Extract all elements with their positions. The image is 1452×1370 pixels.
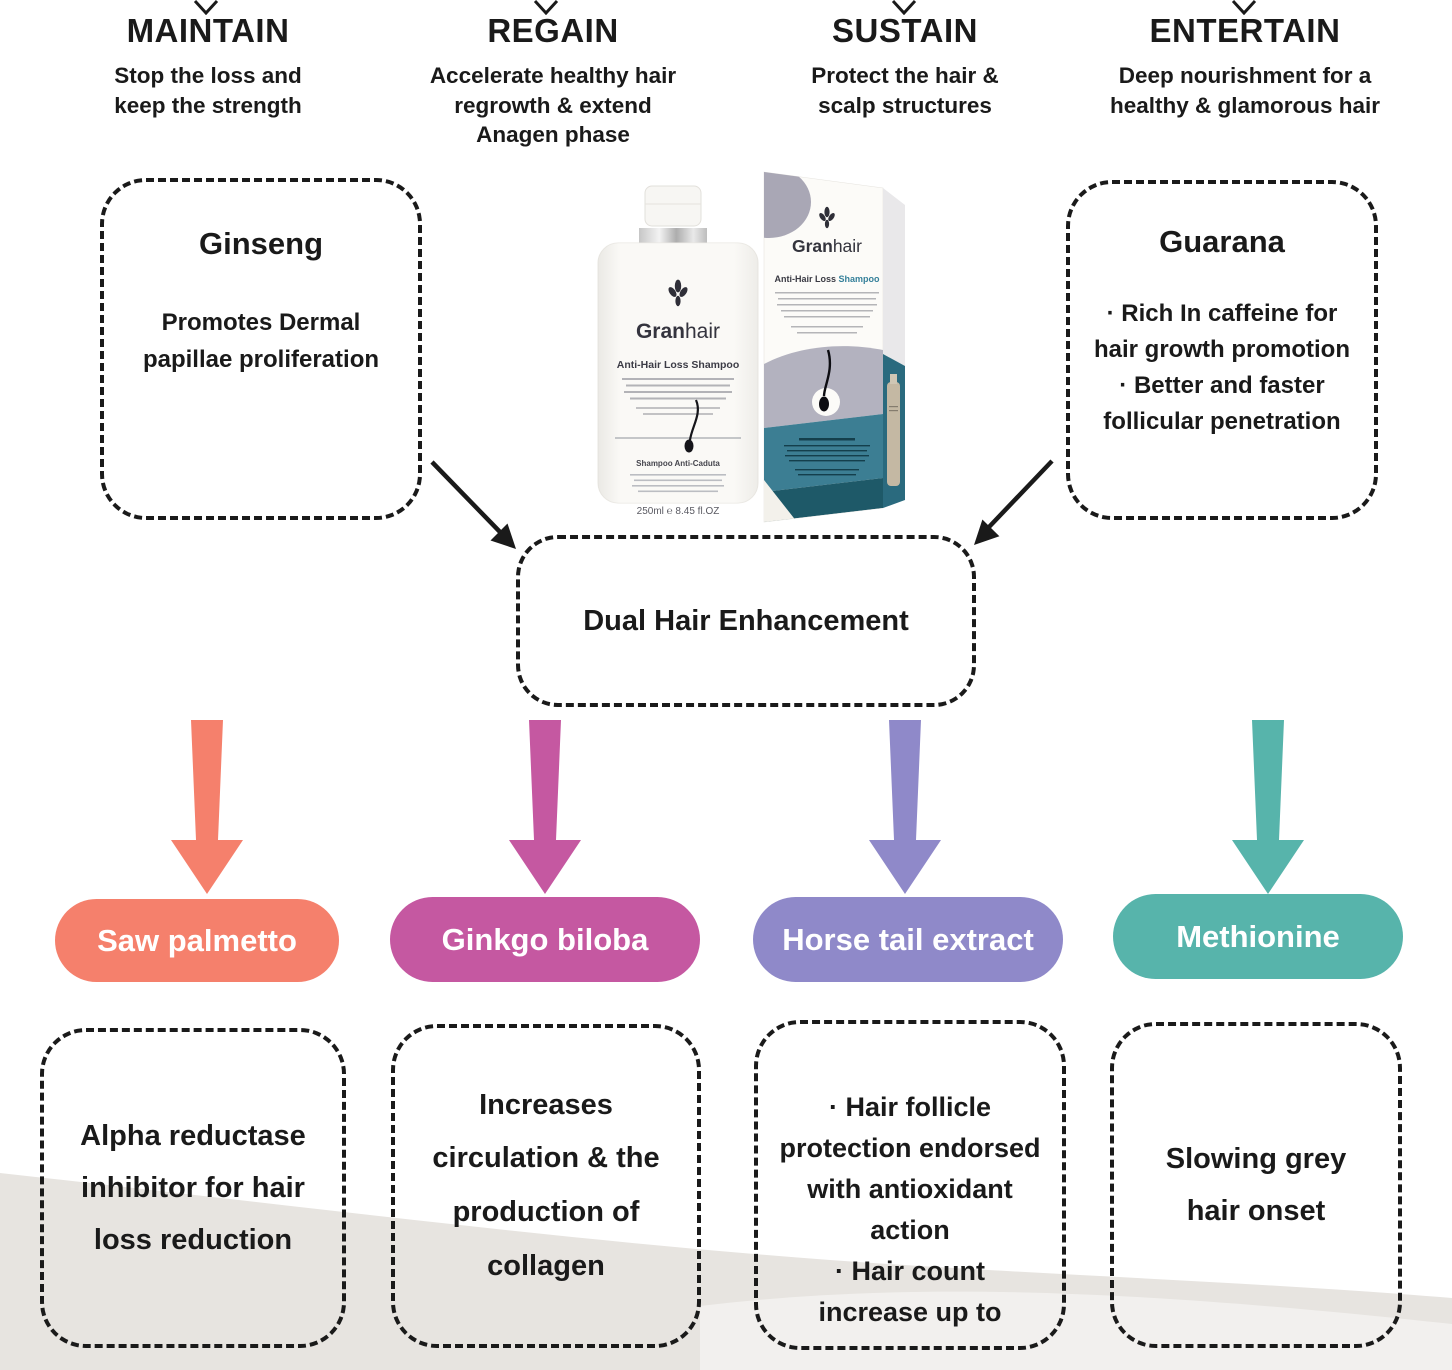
chrome-band <box>639 228 707 243</box>
plant-icon <box>819 206 835 229</box>
saw-palmetto-description-box: Alpha reductase inhibitor for hair loss … <box>40 1028 346 1348</box>
column-header-maintain: MAINTAIN Stop the loss and keep the stre… <box>28 12 388 120</box>
guarana-description: · Rich In caffeine for hair growth promo… <box>1094 300 1350 435</box>
hair-follicle-illustration <box>688 399 699 441</box>
guarana-title: Guarana <box>1159 224 1285 259</box>
follicle-bulb <box>819 396 829 412</box>
ginseng-title: Ginseng <box>198 226 323 261</box>
column-header-sustain: SUSTAIN Protect the hair & scalp structu… <box>738 12 1072 120</box>
column-subtitle: Deep nourishment for a healthy & glamoro… <box>1109 63 1381 118</box>
box-white-sliver <box>764 480 797 522</box>
brand-logo-box: Granhair <box>792 236 862 256</box>
horse-tail-description-box: · Hair follicle protection endorsed with… <box>754 1020 1066 1350</box>
column-title: ENTERTAIN <box>1149 12 1341 49</box>
box-dark-teal-band <box>764 478 883 522</box>
methionine-description-box: Slowing grey hair onset <box>1110 1022 1402 1348</box>
arrow-tip-icon <box>891 0 917 15</box>
arrowhead-icon <box>490 523 516 549</box>
plant-icon <box>668 279 688 307</box>
dual-hair-enhancement-box: Dual Hair Enhancement <box>516 535 976 707</box>
bottle-cap <box>644 185 702 227</box>
box-gray-band <box>764 346 883 428</box>
pill-label: Horse tail extract <box>782 921 1034 957</box>
connector-arrow-right <box>974 459 1054 545</box>
down-arrow-icon <box>869 720 941 894</box>
ingredient-pill-horse-tail-extract: Horse tail extract <box>753 897 1063 982</box>
box-side-panel <box>883 188 905 366</box>
bottle-subtitle: Shampoo Anti-Caduta <box>636 459 720 468</box>
box-teal-band <box>764 414 883 492</box>
product-box: Granhair Anti-Hair Loss Shampoo <box>763 171 905 523</box>
hair-follicle-illustration <box>822 349 832 397</box>
ginseng-box: Ginseng Promotes Dermal papillae prolife… <box>100 178 422 520</box>
arrow-tip-icon <box>193 0 219 15</box>
shampoo-bottle: Granhair Anti-Hair Loss Shampoo Shampoo … <box>597 185 759 517</box>
pill-label: Ginkgo biloba <box>441 921 649 957</box>
guarana-box: Guarana · Rich In caffeine for hair grow… <box>1066 180 1378 520</box>
ingredient-description: Increases circulation & the production o… <box>432 1088 660 1282</box>
box-lavender-blob <box>764 172 811 238</box>
ingredient-description: Alpha reductase inhibitor for hair loss … <box>80 1119 306 1257</box>
column-title: MAINTAIN <box>126 12 290 49</box>
box-side-bottle-image <box>887 374 900 486</box>
bottle-volume: 250ml ℮ 8.45 fl.OZ <box>637 506 720 517</box>
column-subtitle: Accelerate healthy hair regrowth & exten… <box>429 63 677 148</box>
arrowhead-icon <box>974 519 1000 545</box>
down-arrow-icon <box>1232 720 1304 894</box>
bottle-paragraph-lines <box>622 378 734 415</box>
down-arrow-methionine <box>1232 720 1304 894</box>
pill-label: Methionine <box>1176 918 1340 954</box>
dual-hair-enhancement-label: Dual Hair Enhancement <box>583 604 909 637</box>
box-paragraph-lines <box>775 292 879 334</box>
description-text: · Hair follicle protection endorsed with… <box>779 1092 1041 1328</box>
connector-arrow-left <box>430 460 516 549</box>
ingredient-pill-saw-palmetto: Saw palmetto <box>55 899 339 982</box>
product-image: Granhair Anti-Hair Loss Shampoo <box>597 171 905 523</box>
column-subtitle: Protect the hair & scalp structures <box>811 63 999 118</box>
ginkgo-biloba-description-box: Increases circulation & the production o… <box>391 1024 701 1348</box>
column-header-entertain: ENTERTAIN Deep nourishment for a healthy… <box>1068 12 1422 120</box>
column-title: REGAIN <box>487 12 619 49</box>
ingredient-description: · Hair follicle protection endorsed with… <box>779 1046 1040 1370</box>
ingredient-description: Slowing grey hair onset <box>1165 1142 1347 1227</box>
box-fine-print-lines <box>784 438 870 476</box>
column-title: SUSTAIN <box>832 12 978 49</box>
column-subtitle: Stop the loss and keep the strength <box>114 63 302 118</box>
down-arrow-icon <box>509 720 581 894</box>
down-arrow-horse-tail <box>869 720 941 894</box>
box-product-title: Anti-Hair Loss Shampoo <box>774 274 880 284</box>
down-arrow-saw-palmetto <box>171 720 243 894</box>
arrow-tip-icon <box>533 0 559 15</box>
ingredient-pill-methionine: Methionine <box>1113 894 1403 979</box>
down-arrow-ginkgo-biloba <box>509 720 581 894</box>
brand-logo-bottle: Granhair <box>636 320 720 343</box>
hair-count-stat: 110%in90days <box>779 1333 1040 1370</box>
bottle-product-title: Anti-Hair Loss Shampoo <box>617 359 740 371</box>
bottle-fine-print-lines <box>630 474 726 493</box>
down-arrow-icon <box>171 720 243 894</box>
ingredient-pill-ginkgo-biloba: Ginkgo biloba <box>390 897 700 982</box>
ginseng-description: Promotes Dermal papillae proliferation <box>142 309 380 374</box>
arrow-tip-icon <box>1231 0 1257 15</box>
follicle-bulb <box>684 439 694 453</box>
column-header-regain: REGAIN Accelerate healthy hair regrowth … <box>387 12 719 150</box>
pill-label: Saw palmetto <box>97 922 297 958</box>
